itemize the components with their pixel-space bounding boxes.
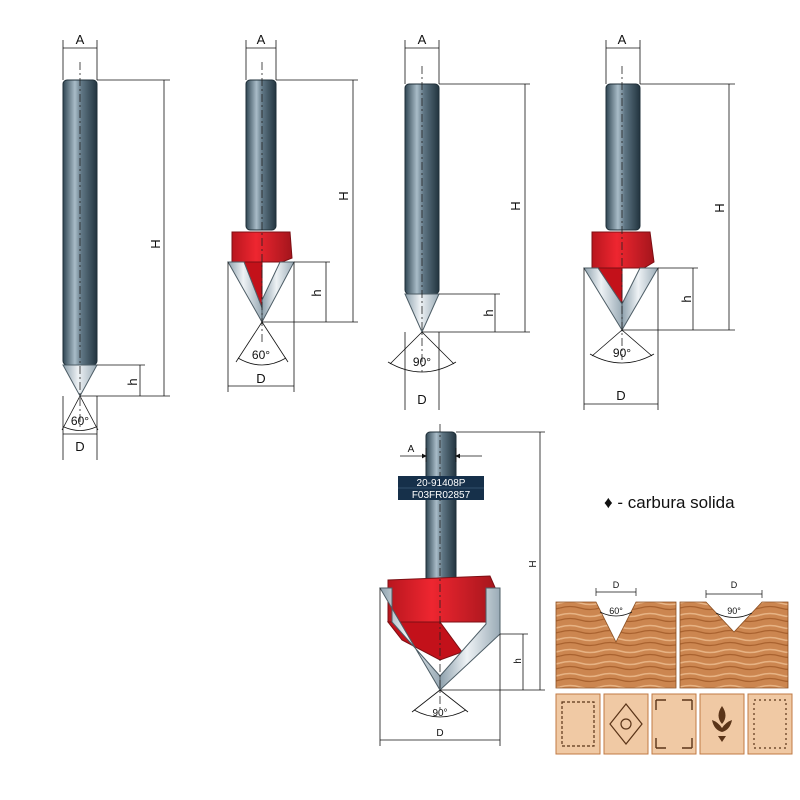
bit4-label-h-total: H — [712, 203, 727, 212]
router-bit-90-large-icon — [379, 424, 545, 746]
groove60-label-d: D — [613, 580, 620, 590]
product-code-line1: 20-91408P — [417, 478, 466, 489]
legend-carbide: ♦ - carbura solida — [604, 493, 735, 512]
bit5-label-h-total: H — [528, 560, 539, 567]
bit4-label-h-cut: h — [679, 295, 694, 302]
decor-pattern-icon — [555, 693, 793, 755]
bit1-label-d: D — [75, 439, 84, 454]
bit3-label-d: D — [417, 392, 426, 407]
groove60-angle: 60° — [609, 606, 623, 616]
bit1-label-h-total: H — [148, 239, 163, 248]
router-bit-90-tipped-icon — [583, 40, 735, 410]
bit3-label-a: A — [418, 32, 427, 47]
bit5-label-d: D — [436, 728, 443, 739]
bit3-label-h-cut: h — [481, 309, 496, 316]
bit5-label-a: A — [408, 444, 415, 455]
router-bit-90-solid-icon — [387, 40, 530, 410]
legend-bullet: ♦ — [604, 493, 613, 512]
bit5-angle: 90° — [432, 708, 447, 719]
bit1-angle: 60° — [71, 414, 89, 428]
bit3-angle: 90° — [413, 355, 431, 369]
bit4-label-d: D — [616, 388, 625, 403]
legend-text: - carbura solida — [613, 493, 735, 512]
router-bit-60-solid-icon — [61, 40, 170, 460]
wood-groove-60-icon — [555, 588, 677, 689]
bit3-label-h-total: H — [508, 201, 523, 210]
bit4-label-a: A — [618, 32, 627, 47]
bit2-label-h-total: H — [336, 191, 351, 200]
bit2-label-h-cut: h — [309, 289, 324, 296]
product-code-line2: F03FR02857 — [412, 490, 471, 501]
bit4-angle: 90° — [613, 346, 631, 360]
bit2-label-a: A — [257, 32, 266, 47]
bit2-angle: 60° — [252, 348, 270, 362]
router-bit-60-tipped-icon — [227, 40, 358, 392]
bit2-label-d: D — [256, 371, 265, 386]
groove90-label-d: D — [731, 580, 738, 590]
bit1-label-a: A — [76, 32, 85, 47]
bit5-label-h-cut: h — [513, 658, 524, 664]
wood-groove-90-icon — [679, 590, 789, 689]
bit1-label-h-cut: h — [125, 378, 140, 385]
groove90-angle: 90° — [727, 606, 741, 616]
